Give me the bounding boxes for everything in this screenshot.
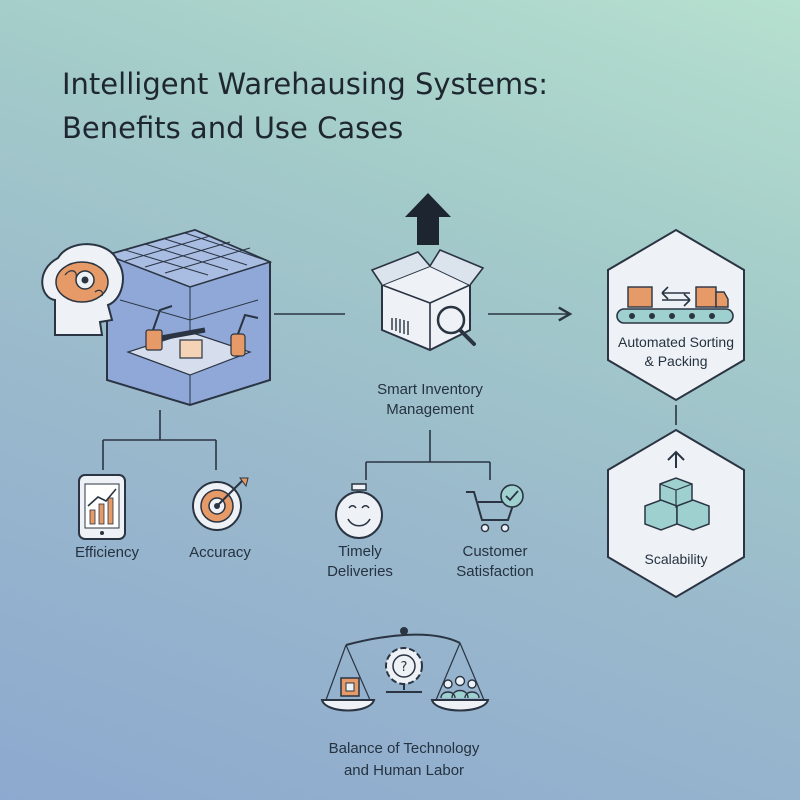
connector-inventory-branch [365, 430, 491, 480]
conveyor-icon [616, 286, 734, 324]
scalability-label: Scalability [606, 549, 746, 569]
cart-check-icon [466, 484, 524, 533]
timely-deliveries-label-line-2: Deliveries [327, 563, 393, 580]
scalability-node [607, 428, 745, 599]
scalability-label-text: Scalability [644, 551, 708, 567]
stacked-boxes-icon [644, 450, 710, 531]
customer-satisfaction-label-line-1: Customer [462, 543, 528, 560]
svg-text:?: ? [401, 660, 408, 675]
title-line-2: Benefits and Use Cases [62, 111, 404, 145]
box-search-icon [370, 248, 485, 352]
balance-scale-icon: ? [320, 627, 490, 712]
balance-label: Balance of Technology and Human Labor [294, 738, 514, 782]
connector-warehouse-branch [102, 410, 217, 470]
efficiency-label: Efficiency [52, 543, 162, 563]
brain-head-icon [41, 243, 124, 336]
connectors [102, 306, 677, 480]
tablet-chart-icon [78, 474, 126, 540]
smart-inventory-label-line-2: Management [386, 401, 474, 418]
automated-sorting-label-line-1: Automated Sorting [618, 334, 734, 350]
balance-label-line-1: Balance of Technology [328, 740, 480, 757]
warehouse-node [104, 228, 273, 407]
efficiency-label-text: Efficiency [75, 544, 139, 561]
up-arrow-icon [405, 193, 451, 245]
page-title: Intelligent Warehausing Systems: Benefit… [62, 62, 702, 150]
timely-deliveries-label: Timely Deliveries [305, 542, 415, 582]
accuracy-label: Accuracy [165, 543, 275, 563]
accuracy-label-text: Accuracy [189, 544, 251, 561]
title-line-1: Intelligent Warehausing Systems: [62, 67, 548, 101]
automated-sorting-label-line-2: & Packing [644, 353, 708, 369]
automated-sorting-label: Automated Sorting & Packing [606, 333, 746, 371]
automated-sorting-node [607, 228, 745, 402]
balance-label-line-2: and Human Labor [343, 762, 465, 779]
customer-satisfaction-label: Customer Satisfaction [430, 542, 560, 582]
target-icon [192, 477, 249, 531]
smart-inventory-label-line-1: Smart Inventory [377, 381, 483, 398]
timely-deliveries-label-line-1: Timely [338, 543, 382, 560]
smiling-stopwatch-icon [335, 483, 383, 539]
customer-satisfaction-label-line-2: Satisfaction [456, 563, 534, 580]
smart-inventory-label: Smart Inventory Management [345, 380, 515, 420]
